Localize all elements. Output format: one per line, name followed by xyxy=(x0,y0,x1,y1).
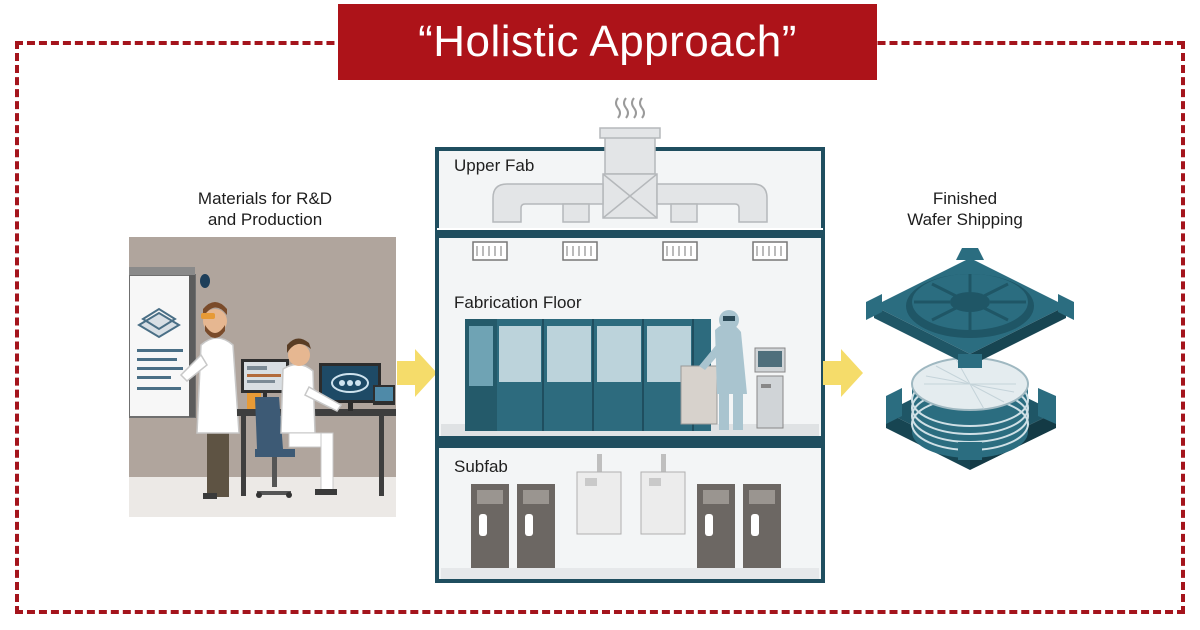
wall-sensor xyxy=(200,274,210,288)
upper-fab-divider xyxy=(437,228,823,238)
metrology-station xyxy=(754,347,786,429)
small-monitor xyxy=(373,385,395,405)
subfab-label: Subfab xyxy=(454,457,508,476)
shipping-caption-line2: Wafer Shipping xyxy=(907,210,1023,229)
ceiling-vents xyxy=(472,241,788,261)
upper-fab-label: Upper Fab xyxy=(454,156,535,175)
materials-caption: Materials for R&D and Production xyxy=(165,188,365,230)
shipping-caption-line1: Finished xyxy=(932,189,998,208)
title-banner: “Holistic Approach” xyxy=(338,4,877,80)
lab-floor xyxy=(129,477,396,517)
materials-caption-line2: and Production xyxy=(207,210,323,229)
subfab-pumps xyxy=(576,454,686,535)
carrier-lid xyxy=(866,248,1074,368)
duct-system xyxy=(492,127,768,223)
page-title: “Holistic Approach” xyxy=(418,17,797,66)
materials-caption-line1: Materials for R&D xyxy=(197,189,333,208)
standing-scientist xyxy=(179,302,240,499)
fabrication-floor-label: Fabrication Floor xyxy=(454,293,582,312)
arrow-to-shipping-icon xyxy=(823,349,863,397)
lab-illustration xyxy=(129,237,396,517)
arrow-to-fab-icon xyxy=(397,349,437,397)
subfab-cabinets xyxy=(471,484,781,568)
subfab-divider xyxy=(437,436,823,448)
fab-building xyxy=(435,97,825,583)
wafer-carrier-icon xyxy=(866,248,1074,470)
exhaust-heat-icon xyxy=(615,97,645,119)
monitor-left xyxy=(241,359,289,409)
seated-scientist xyxy=(255,338,343,498)
whiteboard xyxy=(129,267,196,418)
process-tools xyxy=(465,319,711,431)
shipping-caption: Finished Wafer Shipping xyxy=(860,188,1070,230)
monitor-right xyxy=(319,363,381,411)
cleanroom-worker xyxy=(680,310,747,430)
